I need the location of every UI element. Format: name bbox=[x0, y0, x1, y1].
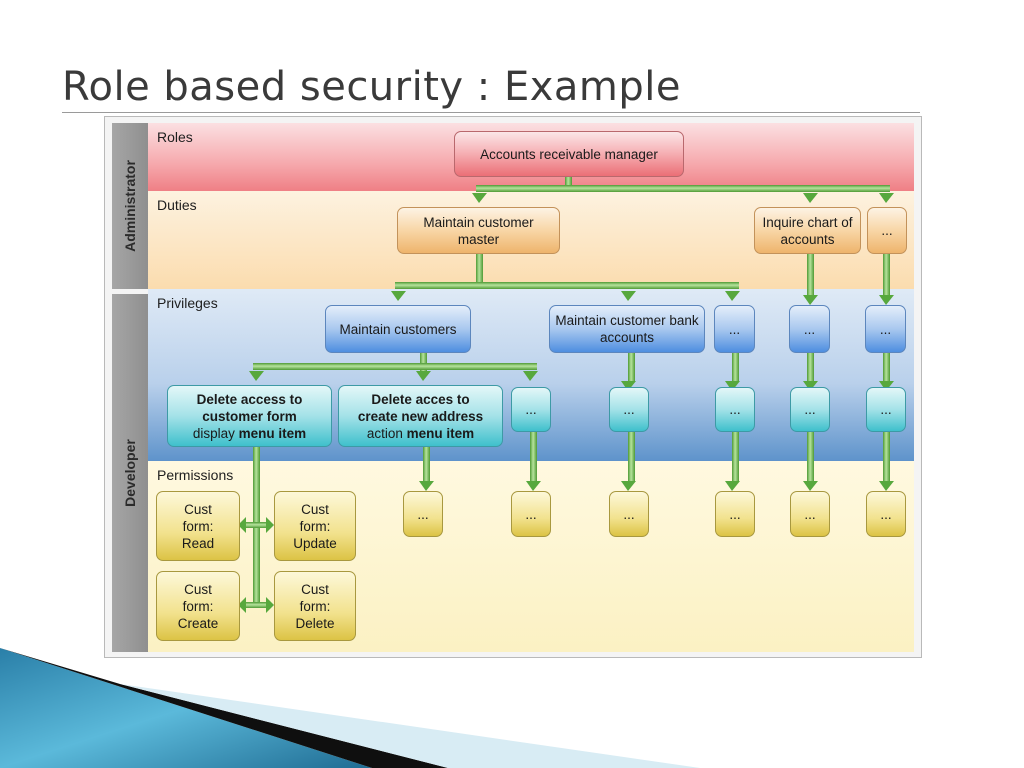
privilege-more: ... bbox=[865, 305, 906, 353]
permission-more: ... bbox=[511, 491, 551, 537]
privilege-maintain-customer-bank-accounts: Maintain customer bank accounts bbox=[549, 305, 705, 353]
role-security-diagram: Administrator Developer Roles Duties Pri… bbox=[104, 116, 922, 658]
privilege-more: ... bbox=[789, 305, 830, 353]
permission-more: ... bbox=[790, 491, 830, 537]
permission-cust-form-read: Cust form: Read bbox=[156, 491, 240, 561]
duty-more: ... bbox=[867, 207, 907, 254]
developer-section-label: Developer bbox=[112, 294, 148, 652]
privilege-maintain-customers: Maintain customers bbox=[325, 305, 471, 353]
privilege-more: ... bbox=[714, 305, 755, 353]
permission-more: ... bbox=[609, 491, 649, 537]
entry-point-more: ... bbox=[715, 387, 755, 432]
role-accounts-receivable-manager: Accounts receivable manager bbox=[454, 131, 684, 177]
entry-point-more: ... bbox=[866, 387, 906, 432]
permission-cust-form-create: Cust form: Create bbox=[156, 571, 240, 641]
permission-more: ... bbox=[403, 491, 443, 537]
slide-title: Role based security : Example bbox=[62, 64, 682, 110]
administrator-section-label: Administrator bbox=[112, 123, 148, 289]
entry-point-more: ... bbox=[609, 387, 649, 432]
permissions-band: Permissions bbox=[148, 461, 914, 652]
duty-inquire-chart-of-accounts: Inquire chart of accounts bbox=[754, 207, 861, 254]
permission-cust-form-delete: Cust form: Delete bbox=[274, 571, 356, 641]
permissions-label: Permissions bbox=[157, 467, 234, 483]
entry-point-more: ... bbox=[790, 387, 830, 432]
entry-point-more: ... bbox=[511, 387, 551, 432]
privileges-label: Privileges bbox=[157, 295, 218, 311]
permission-more: ... bbox=[715, 491, 755, 537]
permission-more: ... bbox=[866, 491, 906, 537]
title-divider bbox=[62, 112, 920, 113]
roles-label: Roles bbox=[157, 129, 193, 145]
duties-label: Duties bbox=[157, 197, 197, 213]
duty-maintain-customer-master: Maintain customer master bbox=[397, 207, 560, 254]
permission-cust-form-update: Cust form: Update bbox=[274, 491, 356, 561]
